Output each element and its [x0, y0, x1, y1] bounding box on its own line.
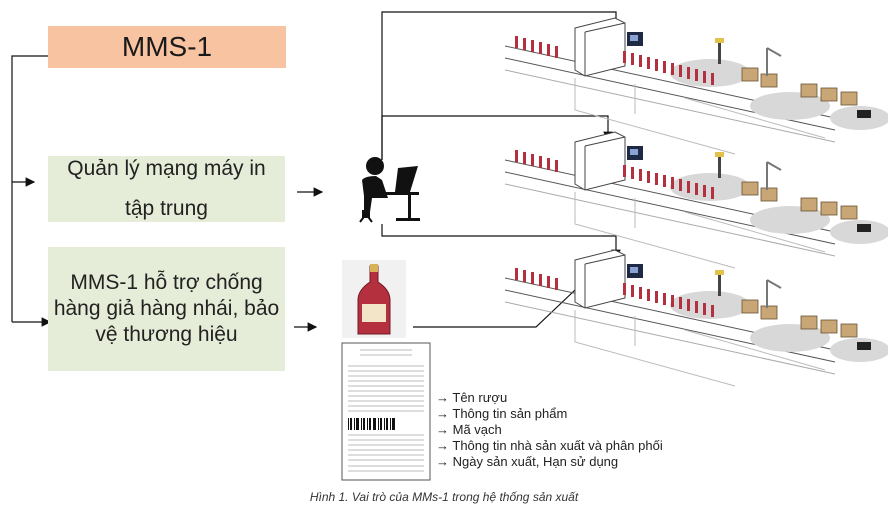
box2-line2: hàng giả hàng nhái, bảo	[53, 297, 280, 320]
label-field-item: → Ngày sản xuất, Hạn sử dụng	[436, 454, 619, 469]
title-box: MMS-1	[48, 26, 286, 68]
label-field-item: → Thông tin nhà sản xuất và phân phối	[436, 438, 663, 453]
central-printer-management-box: Quản lý mạng máy in tập trung	[48, 156, 285, 222]
production-line-icon	[504, 17, 888, 155]
label-field-item: → Thông tin sản phẩm	[436, 406, 568, 421]
anti-counterfeit-box: MMS-1 hỗ trợ chống hàng giả hàng nhái, b…	[48, 247, 285, 371]
box1-line2: tập trung	[125, 197, 208, 220]
bracket-line	[11, 55, 48, 322]
box2-line3: vệ thương hiệu	[95, 323, 238, 346]
figure-caption: Hình 1. Vai trò của MMs-1 trong hệ thống…	[309, 490, 579, 504]
label-field-item: → Mã vạch	[436, 422, 502, 437]
link-line-2	[381, 115, 613, 160]
link-line-bottle	[413, 289, 576, 328]
wine-bottle-icon	[342, 260, 406, 338]
product-label-icon	[341, 342, 431, 481]
box2-line1: MMS-1 hỗ trợ chống	[70, 271, 263, 294]
title-text: MMS-1	[121, 31, 213, 62]
link-line-3	[381, 224, 621, 260]
label-field-list: → Tên rượu → Thông tin sản phẩm → Mã vạc…	[436, 390, 663, 470]
production-line-icon	[504, 131, 888, 269]
production-line-icon	[504, 249, 888, 387]
label-field-item: → Tên rượu	[436, 390, 508, 405]
box1-line1: Quản lý mạng máy in	[67, 157, 266, 180]
computer-user-icon	[359, 157, 420, 223]
